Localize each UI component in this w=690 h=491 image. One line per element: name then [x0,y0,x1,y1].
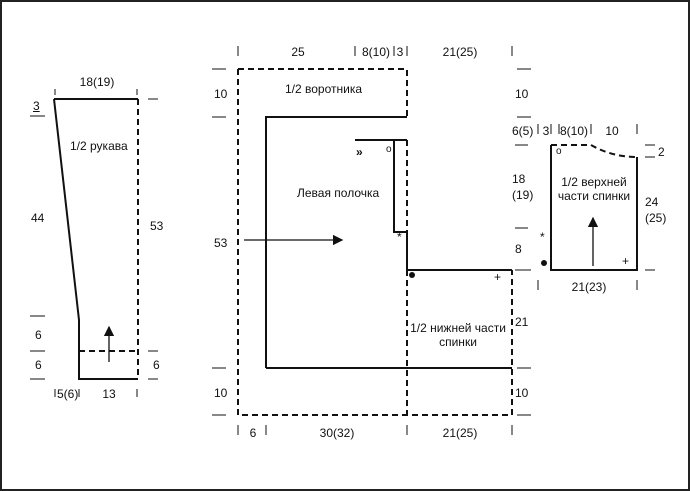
upper-back-plus-marker: + [622,254,630,268]
upper-back-dimension-ticks [515,124,655,290]
upper-back-ring-marker: o [556,146,562,157]
upper-back-top-left-dim: 6(5) [512,124,534,138]
sleeve-outline [53,98,138,380]
plus-marker: + [494,270,502,284]
main-bottom-dim-1: 6 [249,426,257,440]
main-right-dim-1: 10 [515,87,529,101]
asterisk-marker: * [397,230,402,244]
main-top-dim-3: 3 [396,45,404,59]
dot-marker-icon [541,260,547,266]
sleeve-label: 1/2 рукава [70,139,128,153]
front-piece [237,68,513,416]
upper-back-neckline [551,144,638,158]
sleeve-bottom-width: 13 [102,387,116,401]
main-left-dim-2: 53 [214,236,228,250]
sleeve-dimension-ticks [30,89,158,397]
main-left-dim-3: 10 [214,386,228,400]
sleeve-piece [53,98,139,380]
main-bottom-dim-2: 30(32) [319,426,355,440]
lower-back-label: 1/2 нижней части спинки [410,321,506,349]
double-chevron-marker: » [356,145,363,159]
sleeve-bottom-offset: 5(6) [57,387,79,401]
sleeve-top-width: 18(19) [79,75,115,89]
upper-back-top-dim-2: 8(10) [559,124,589,138]
sleeve-cuff-right: 6 [153,358,160,372]
upper-back-shoulder-dim: 2 [658,145,665,159]
dot-marker-icon [409,272,415,278]
upper-back-lower-left-dim: 8 [515,242,522,256]
sleeve-total-height: 53 [150,219,164,233]
main-bottom-dim-3: 21(25) [442,426,478,440]
upper-back-label: 1/2 верхней части спинки [557,175,631,203]
upper-back-asterisk-marker: * [540,230,545,244]
front-outline-solid [265,116,512,369]
upper-back-outline [550,145,638,271]
upper-back-piece [550,144,638,271]
upper-back-top-dim-3: 10 [605,124,619,138]
main-top-dim-4: 21(25) [442,45,478,59]
sleeve-lower-height: 6 [35,328,42,342]
upper-back-height-left: 18 (19) [512,172,534,202]
front-outline-dashed [237,68,513,416]
front-label: Левая полочка [297,186,380,200]
main-top-dim-2: 8(10) [361,45,391,59]
sleeve-cap-height: 3 [33,99,40,113]
sleeve-cuff-height: 6 [35,358,42,372]
upper-back-height-right: 24 (25) [645,195,667,225]
upper-back-top-dim-1: 3 [542,124,550,138]
ring-marker: o [386,144,392,155]
main-top-dim-1: 25 [291,45,305,59]
upper-back-bottom-width: 21(23) [571,280,607,294]
sleeve-taper-height: 44 [31,211,45,225]
main-right-dim-2: 21 [515,315,529,329]
main-right-dim-3: 10 [515,386,529,400]
main-left-dim-1: 10 [214,87,228,101]
collar-label: 1/2 воротника [285,82,363,96]
